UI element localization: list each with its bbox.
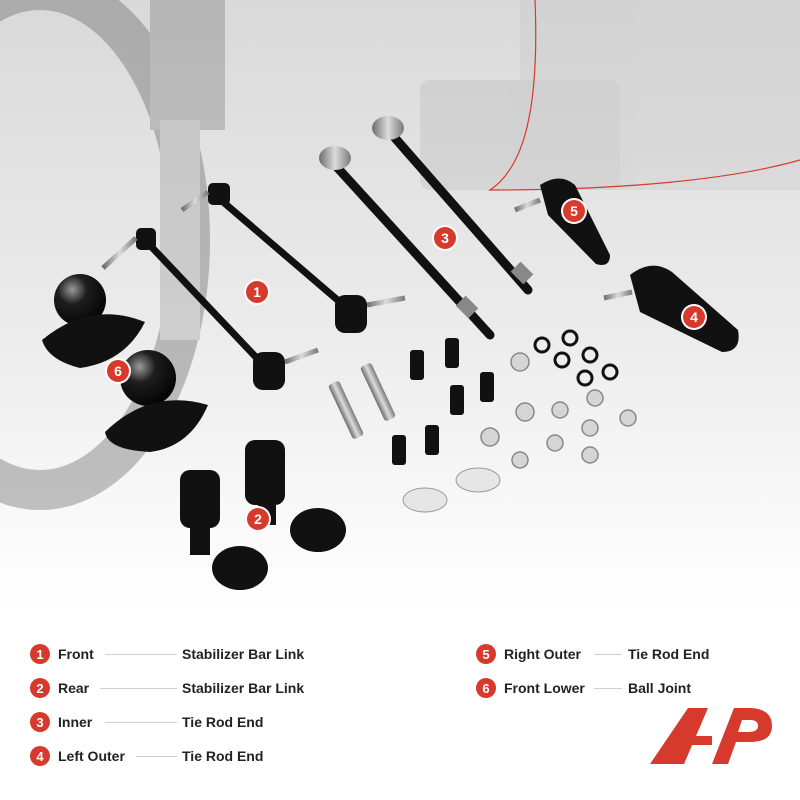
- front-stabilizer-links: [101, 183, 406, 390]
- legend-item-2: 2 Rear Stabilizer Bar Link: [30, 677, 430, 699]
- legend-part: Stabilizer Bar Link: [182, 646, 305, 662]
- legend-number: 1: [30, 644, 50, 664]
- legend-item-5: 5 Right Outer Tie Rod End: [476, 643, 776, 665]
- legend-number: 2: [30, 678, 50, 698]
- legend-part: Stabilizer Bar Link: [182, 680, 305, 696]
- hardware: [328, 329, 637, 513]
- legend-divider: [100, 688, 177, 689]
- legend-position: Left Outer: [58, 748, 125, 764]
- legend-divider: [594, 654, 622, 655]
- legend-item-3: 3 Inner Tie Rod End: [30, 711, 430, 733]
- legend-part: Tie Rod End: [182, 714, 264, 730]
- badge-6: 6: [107, 360, 129, 382]
- legend-position: Right Outer: [504, 646, 581, 662]
- legend-position: Inner: [58, 714, 93, 730]
- legend-divider: [105, 722, 177, 723]
- legend-position: Front Lower: [504, 680, 585, 696]
- rear-stabilizer-links: [180, 440, 346, 590]
- parts-legend: 1 Front Stabilizer Bar Link 2 Rear Stabi…: [0, 630, 800, 800]
- legend-number: 6: [476, 678, 496, 698]
- legend-position: Rear: [58, 680, 90, 696]
- legend-item-6: 6 Front Lower Ball Joint: [476, 677, 776, 699]
- legend-divider: [136, 756, 177, 757]
- legend-part: Ball Joint: [628, 680, 692, 696]
- legend-item-4: 4 Left Outer Tie Rod End: [30, 745, 430, 767]
- legend-part: Tie Rod End: [628, 646, 710, 662]
- legend-number: 3: [30, 712, 50, 732]
- badge-4: 4: [683, 306, 705, 328]
- legend-number: 4: [30, 746, 50, 766]
- legend-position: Front: [58, 646, 94, 662]
- ball-joints: [42, 274, 208, 452]
- a-premium-logo-icon: [650, 708, 772, 764]
- legend-divider: [594, 688, 622, 689]
- badge-3: 3: [434, 227, 456, 249]
- legend-number: 5: [476, 644, 496, 664]
- badge-5: 5: [563, 200, 585, 222]
- badge-2: 2: [247, 508, 269, 530]
- legend-divider: [105, 654, 177, 655]
- legend-item-1: 1 Front Stabilizer Bar Link: [30, 643, 430, 665]
- legend-part: Tie Rod End: [182, 748, 264, 764]
- product-photo: [0, 0, 800, 610]
- badge-1: 1: [246, 281, 268, 303]
- background-wheel: [0, 0, 800, 510]
- inner-tie-rods: [319, 116, 534, 340]
